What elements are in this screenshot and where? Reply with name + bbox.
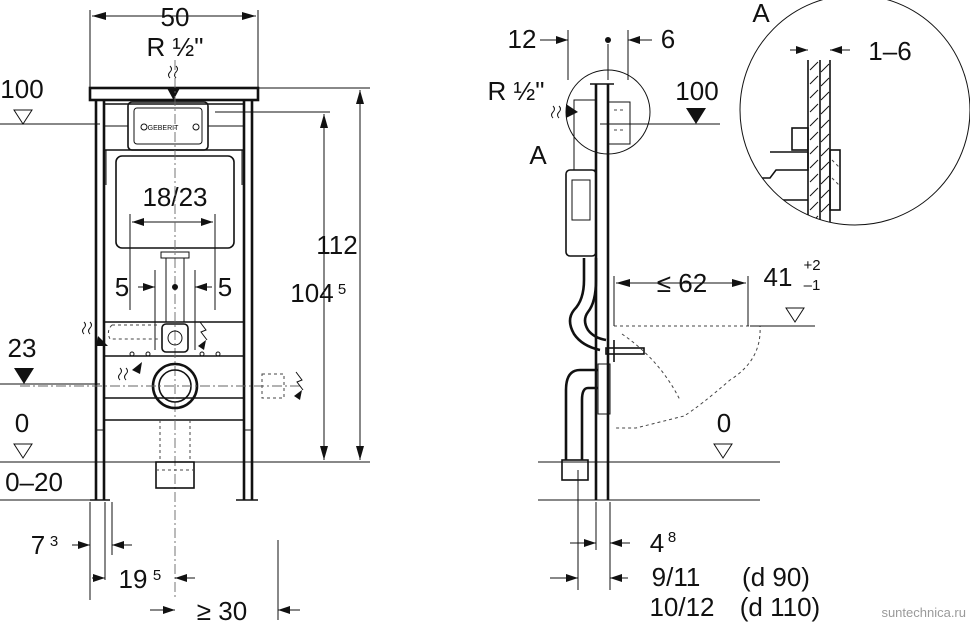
side-level-100-label: 100 (675, 76, 718, 106)
height-112-label: 112 (316, 230, 357, 260)
height-41-label: 41 (764, 262, 793, 292)
offset-left-5: 5 (115, 272, 129, 302)
dim-10-12-label: 10/12 (649, 592, 714, 622)
detail-a: A 1–6 (739, 0, 970, 226)
dim-19-sup: 5 (153, 567, 161, 584)
dim-4-sup: 8 (668, 529, 676, 546)
tol-minus-label: –1 (804, 277, 821, 294)
side-view: 12 6 R ½" 100 A (488, 24, 821, 622)
flush-plate-brand: GEBERIT (148, 125, 179, 132)
dim-4-label: 4 (650, 528, 664, 558)
dim-12-label: 12 (508, 24, 537, 54)
detail-a-label: A (752, 0, 770, 28)
height-104-label: 104 (290, 278, 333, 308)
thread-r-half-label: R ½" (147, 32, 204, 62)
dim-7-label: 7 (31, 530, 45, 560)
level-100-label: 100 (0, 74, 43, 104)
dim-6-label: 6 (661, 24, 675, 54)
level-23-label: 23 (8, 333, 37, 363)
side-thread-label: R ½" (488, 76, 545, 106)
depth-62-label: ≤ 62 (657, 268, 707, 298)
wall-range-label: 1–6 (868, 36, 911, 66)
dim-30-label: ≥ 30 (197, 596, 247, 624)
dim-7-sup: 3 (50, 533, 58, 550)
d90-label: (d 90) (742, 562, 810, 592)
dim-9-11-label: 9/11 (652, 562, 701, 592)
floor-range-label: 0–20 (5, 467, 63, 497)
front-view: 50 R ½" GEBERIT (0, 2, 370, 624)
width-50-label: 50 (161, 2, 190, 32)
dim-19-label: 19 (119, 564, 148, 594)
watermark: suntechnica.ru (881, 605, 966, 620)
d110-label: (d 110) (740, 592, 820, 622)
height-104-sup: 5 (338, 281, 346, 298)
offset-right-5: 5 (218, 272, 232, 302)
floor-0-label: 0 (15, 408, 29, 438)
tol-plus-label: +2 (803, 257, 820, 274)
side-floor-0-label: 0 (717, 408, 731, 438)
detail-ref-a: A (529, 140, 547, 170)
